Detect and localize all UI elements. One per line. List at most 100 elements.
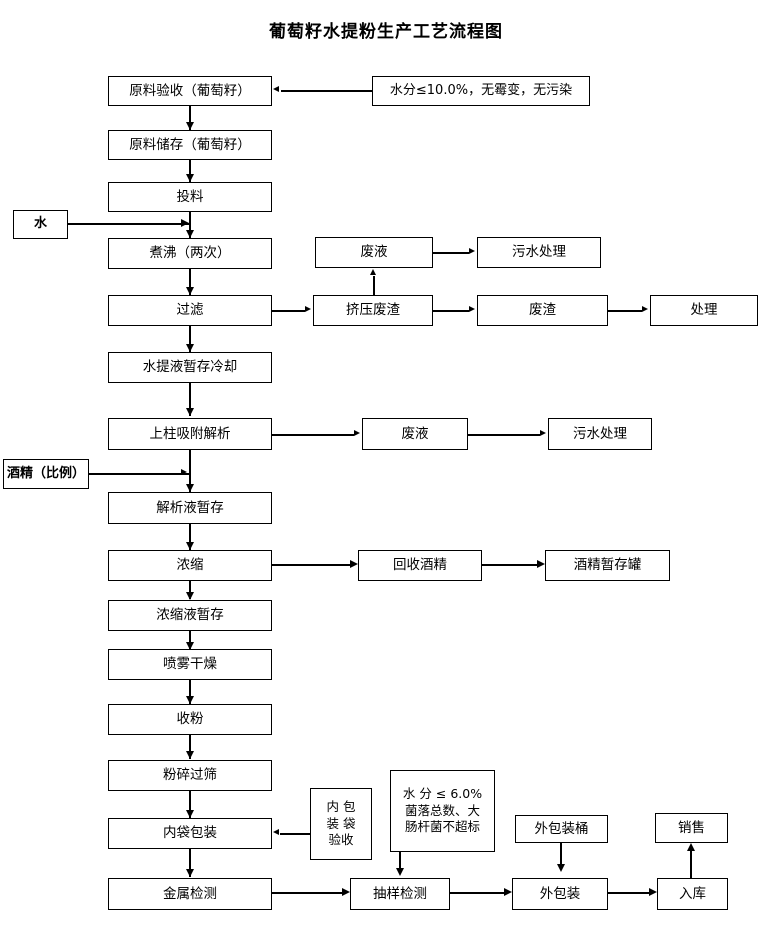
- arrowhead-warehousing-to-sales: [686, 843, 695, 851]
- node-alcohol-tank[interactable]: 酒精暂存罐: [545, 550, 670, 581]
- connector-adsorption-to-desorb-storage: [189, 450, 192, 492]
- node-water[interactable]: 水: [13, 210, 68, 239]
- arrowhead-spray-drying-to-powder-collection: [185, 696, 194, 704]
- node-warehousing[interactable]: 入库: [657, 878, 728, 910]
- node-sewage-treatment-1[interactable]: 污水处理: [477, 237, 601, 268]
- node-waste-residue[interactable]: 废渣: [477, 295, 608, 326]
- note-finished-product-spec: 水 分 ≤ 6.0% 菌落总数、大 肠杆菌不超标: [390, 770, 495, 852]
- connector-spray-drying-to-powder-collection: [189, 680, 192, 704]
- connector-concentration-to-concentrate-storage: [189, 581, 192, 599]
- connector-desorb-to-concentration: [189, 524, 192, 550]
- node-metal-detection[interactable]: 金属检测: [108, 878, 272, 910]
- arrowhead-waste-residue-to-disposal: [642, 306, 648, 312]
- node-powder-collection[interactable]: 收粉: [108, 704, 272, 735]
- connector-warehousing-to-sales: [690, 849, 693, 878]
- node-sewage-treatment-2[interactable]: 污水处理: [548, 418, 652, 450]
- connector-concentration-to-recovery: [272, 564, 350, 567]
- node-column-adsorption[interactable]: 上柱吸附解析: [108, 418, 272, 450]
- connector-cooling-to-adsorption: [189, 383, 192, 416]
- arrowhead-powder-collection-to-grinding: [185, 751, 194, 759]
- node-inner-bag-acceptance[interactable]: 内 包 装 袋 验收: [310, 788, 372, 860]
- arrowhead-spec-to-acceptance: [273, 86, 279, 92]
- connector-feeding-to-boiling: [189, 212, 192, 238]
- arrowhead-spec-to-sampling: [395, 868, 404, 876]
- node-sampling-inspection[interactable]: 抽样检测: [350, 878, 450, 910]
- arrowhead-waste2-to-sewage2: [540, 430, 546, 436]
- node-spray-drying[interactable]: 喷雾干燥: [108, 649, 272, 680]
- node-boiling[interactable]: 煮沸（两次）: [108, 238, 272, 269]
- arrowhead-bag-acceptance-to-inner-packing: [273, 829, 279, 835]
- connector-drum-to-outer-packing: [560, 843, 563, 870]
- node-outer-packing[interactable]: 外包装: [512, 878, 608, 910]
- connector-waste-residue-to-disposal: [608, 310, 642, 312]
- arrowhead-adsorption-to-desorb-storage: [185, 484, 194, 492]
- node-alcohol-ratio[interactable]: 酒精（比例）: [3, 459, 89, 489]
- node-concentrate-storage[interactable]: 浓缩液暂存: [108, 600, 272, 631]
- connector-water-to-boiling: [68, 223, 189, 226]
- node-outer-packing-drum[interactable]: 外包装桶: [515, 815, 608, 843]
- arrowhead-storage-to-feeding: [185, 174, 194, 182]
- connector-adsorption-to-waste2: [272, 434, 354, 436]
- node-alcohol-recovery[interactable]: 回收酒精: [358, 550, 482, 581]
- node-desorb-storage[interactable]: 解析液暂存: [108, 492, 272, 524]
- arrowhead-concentration-to-recovery: [350, 560, 358, 568]
- node-waste-liquid-1[interactable]: 废液: [315, 237, 433, 268]
- node-disposal[interactable]: 处理: [650, 295, 758, 326]
- arrowhead-adsorption-to-waste2: [354, 430, 360, 436]
- connector-boiling-to-filtering: [189, 269, 192, 295]
- arrowhead-recovery-to-tank: [537, 560, 545, 568]
- connector-powder-collection-to-grinding: [189, 735, 192, 759]
- arrowhead-outer-packing-to-warehousing: [649, 888, 657, 896]
- connector-waste1-to-sewage1: [433, 252, 469, 254]
- arrowhead-metal-to-sampling: [342, 888, 350, 896]
- arrowhead-concentration-to-concentrate-storage: [185, 592, 194, 600]
- node-waste-liquid-2[interactable]: 废液: [362, 418, 468, 450]
- connector-waste2-to-sewage2: [468, 434, 540, 436]
- arrowhead-acceptance-to-storage: [185, 122, 194, 130]
- arrowhead-cooling-to-adsorption: [185, 408, 194, 416]
- connector-spec-to-acceptance: [281, 90, 372, 92]
- connector-filtering-to-cooling: [189, 326, 192, 352]
- connector-grinding-to-inner-packing: [189, 791, 192, 818]
- note-raw-material-spec: 水分≤10.0%，无霉变，无污染: [372, 76, 590, 106]
- node-grinding-sieving[interactable]: 粉碎过筛: [108, 760, 272, 791]
- connector-concentrate-storage-to-spray-drying: [189, 631, 192, 649]
- connector-inner-packing-to-metal-detection: [189, 849, 192, 877]
- page-title: 葡萄籽水提粉生产工艺流程图: [269, 22, 503, 42]
- connector-spec-to-sampling: [399, 852, 402, 874]
- connector-storage-to-feeding: [189, 160, 192, 182]
- connector-filtering-to-press-residue: [272, 310, 305, 312]
- arrowhead-inner-packing-to-metal-detection: [185, 869, 194, 877]
- node-sales[interactable]: 销售: [655, 813, 728, 843]
- arrowhead-waste1-to-sewage1: [469, 248, 475, 254]
- arrowhead-grinding-to-inner-packing: [185, 810, 194, 818]
- node-concentration[interactable]: 浓缩: [108, 550, 272, 581]
- connector-press-to-waste-residue: [433, 310, 469, 312]
- arrowhead-alcohol-to-desorb: [181, 469, 187, 475]
- arrowhead-sampling-to-outer-packing: [504, 888, 512, 896]
- arrowhead-drum-to-outer-packing: [556, 864, 565, 872]
- connector-metal-to-sampling: [272, 892, 342, 895]
- connector-bag-acceptance-to-inner-packing: [280, 833, 310, 835]
- node-raw-material-storage[interactable]: 原料储存（葡萄籽）: [108, 130, 272, 160]
- arrowhead-water-to-boiling: [181, 219, 189, 227]
- arrowhead-filtering-to-cooling: [185, 344, 194, 352]
- node-feeding[interactable]: 投料: [108, 182, 272, 212]
- connector-press-to-waste-liquid: [373, 276, 375, 295]
- arrowhead-concentrate-storage-to-spray-drying: [185, 642, 194, 650]
- node-extract-cooling[interactable]: 水提液暂存冷却: [108, 352, 272, 383]
- connector-outer-packing-to-warehousing: [608, 892, 649, 895]
- arrowhead-press-to-waste-liquid: [370, 269, 376, 275]
- node-filtering[interactable]: 过滤: [108, 295, 272, 326]
- arrowhead-filtering-to-press-residue: [305, 306, 311, 312]
- node-raw-material-acceptance[interactable]: 原料验收（葡萄籽）: [108, 76, 272, 106]
- arrowhead-feeding-to-boiling: [185, 230, 194, 238]
- connector-alcohol-to-desorb: [89, 473, 189, 475]
- connector-sampling-to-outer-packing: [450, 892, 504, 895]
- connector-recovery-to-tank: [482, 564, 537, 567]
- node-press-residue[interactable]: 挤压废渣: [313, 295, 433, 326]
- node-inner-bag-packing[interactable]: 内袋包装: [108, 818, 272, 849]
- arrowhead-desorb-to-concentration: [185, 542, 194, 550]
- arrowhead-boiling-to-filtering: [185, 287, 194, 295]
